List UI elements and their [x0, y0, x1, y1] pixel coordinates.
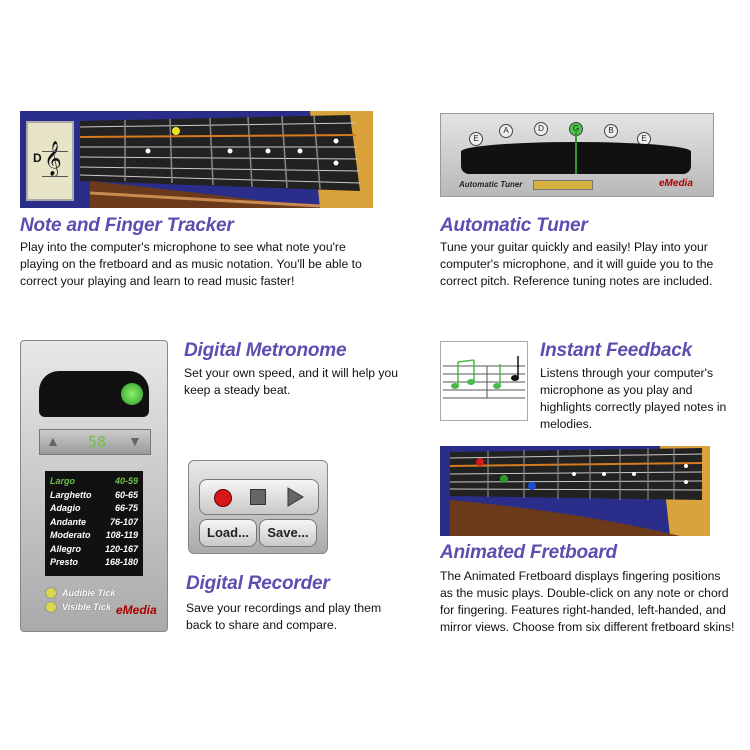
fretboard-graphic	[20, 111, 373, 208]
audible-tick-label: Audible Tick	[62, 588, 116, 598]
save-button[interactable]: Save...	[259, 519, 317, 547]
tempo-row[interactable]: Moderato 108-119	[50, 529, 138, 543]
metronome-brand: eMedia	[116, 603, 157, 617]
recorder-panel: Load... Save...	[188, 460, 328, 554]
visible-tick-toggle[interactable]	[45, 601, 57, 613]
tuner-display	[461, 132, 691, 174]
bpm-bar: ▲ 58 ▼	[39, 429, 151, 455]
tempo-range: 120-167	[104, 543, 138, 554]
tempo-down-button[interactable]: ▲	[46, 433, 60, 449]
metronome-description: Set your own speed, and it will help you…	[184, 366, 399, 397]
tuner-meter	[533, 180, 593, 190]
tuner-note-b[interactable]: B	[604, 124, 618, 138]
metronome-display	[39, 371, 149, 417]
animated-fretboard-image	[440, 446, 710, 536]
recorder-description: Save your recordings and play them back …	[186, 601, 382, 632]
tracker-fretboard-image: D 𝄞	[20, 111, 373, 208]
tempo-list: Largo 40-59 Larghetto 60-65 Adagio 66-75 An…	[45, 471, 143, 576]
treble-clef-icon: 𝄞	[44, 141, 62, 176]
metronome-panel: ▲ 58 ▼ Largo 40-59 Larghetto 60-65 Adagio 6…	[20, 340, 168, 632]
transport-bar	[199, 479, 319, 515]
tempo-up-button[interactable]: ▼	[128, 433, 142, 449]
tracker-title: Note and Finger Tracker	[20, 215, 234, 236]
tempo-row[interactable]: Andante 76-107	[50, 516, 138, 530]
tempo-row[interactable]: Presto 168-180	[50, 556, 138, 570]
bpm-value: 58	[88, 433, 107, 451]
feedback-title: Instant Feedback	[540, 340, 693, 361]
tuner-title: Automatic Tuner	[440, 215, 588, 236]
tempo-name: Presto	[50, 557, 79, 567]
staff-graphic	[443, 356, 525, 399]
tuner-description: Tune your guitar quickly and easily! Pla…	[440, 240, 714, 288]
tuner-brand: eMedia	[659, 178, 693, 189]
tempo-name: Adagio	[50, 503, 81, 513]
tuner-note-row: E A D G B E	[459, 122, 659, 146]
stop-button[interactable]	[250, 489, 266, 505]
tempo-range: 66-75	[114, 503, 138, 513]
record-button[interactable]	[214, 489, 232, 507]
tempo-range: 76-107	[109, 516, 138, 527]
tempo-row[interactable]: Larghetto 60-65	[50, 489, 138, 503]
tuner-note-a[interactable]: A	[499, 124, 513, 138]
tempo-row[interactable]: Allegro 120-167	[50, 543, 138, 557]
tuner-needle	[575, 132, 577, 174]
tempo-range: 60-65	[114, 489, 138, 500]
tempo-name: Allegro	[50, 543, 82, 554]
tempo-row[interactable]: Largo 40-59	[50, 475, 138, 489]
recorder-title: Digital Recorder	[186, 573, 330, 594]
tempo-name: Andante	[50, 516, 86, 527]
tempo-range: 108-119	[105, 530, 138, 540]
tempo-name: Largo	[50, 476, 76, 486]
notation-box: D 𝄞	[26, 121, 74, 201]
tempo-range: 40-59	[114, 476, 138, 486]
load-button[interactable]: Load...	[199, 519, 257, 547]
beat-light	[121, 383, 143, 405]
note-letter: D	[33, 151, 42, 165]
tempo-name: Moderato	[50, 530, 91, 540]
tempo-range: 168-180	[104, 557, 138, 567]
tuner-note-d[interactable]: D	[534, 122, 548, 136]
tempo-name: Larghetto	[50, 489, 92, 500]
fretboard-description: The Animated Fretboard displays fingerin…	[440, 569, 735, 634]
tick-options: Audible Tick Visible Tick	[45, 586, 163, 614]
tracker-description: Play into the computer's microphone to s…	[20, 240, 362, 288]
tempo-row[interactable]: Adagio 66-75	[50, 502, 138, 516]
tuner-label: Automatic Tuner	[459, 180, 523, 189]
visible-tick-label: Visible Tick	[62, 602, 112, 612]
audible-tick-toggle[interactable]	[45, 587, 57, 599]
animated-fretboard-graphic	[440, 446, 710, 536]
play-icon[interactable]	[286, 487, 304, 507]
staff-lines	[42, 151, 68, 177]
metronome-title: Digital Metronome	[184, 340, 347, 361]
tuner-note-e-low[interactable]: E	[469, 132, 483, 146]
fretboard-title: Animated Fretboard	[440, 542, 617, 563]
feedback-notation-image	[440, 341, 528, 421]
visible-tick-option[interactable]: Visible Tick	[45, 600, 163, 614]
tuner-panel: E A D G B E Automatic Tuner eMedia	[440, 113, 714, 197]
feedback-description: Listens through your computer's micropho…	[540, 366, 727, 431]
audible-tick-option[interactable]: Audible Tick	[45, 586, 163, 600]
